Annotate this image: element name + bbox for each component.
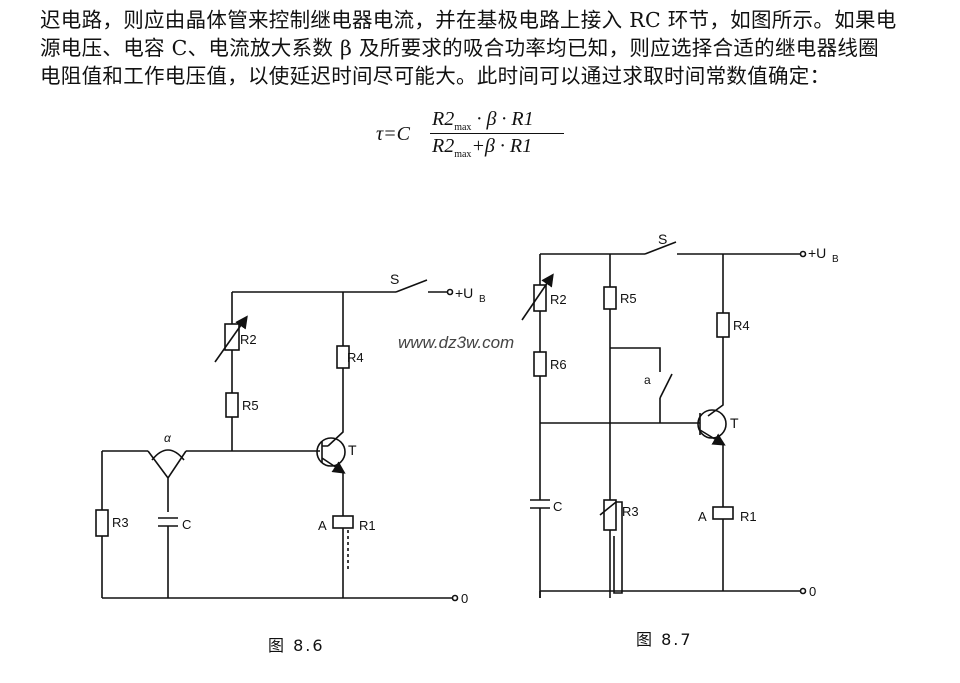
fig7-r3	[603, 499, 617, 531]
fig7-label-r5: R5	[620, 291, 637, 306]
fig7-r2-adjust-arrow	[521, 273, 554, 321]
fig6-top-rail	[231, 291, 396, 324]
paragraph-line-1: 迟电路，则应由晶体管来控制继电器电流，并在基极电路上接入 RC 环节，如图所示。…	[40, 8, 897, 32]
fig7-label-t: T	[730, 415, 739, 431]
fig6-r3	[95, 509, 109, 537]
formula-denominator: R2max+β · R1	[432, 135, 533, 160]
fig6-transistor-t	[316, 437, 346, 467]
paragraph-line-3: 电阻值和工作电压值，以使延迟时间尽可能大。此时间可以通过求取时间常数值确定：	[40, 64, 831, 88]
fig7-capacitor-c	[530, 499, 550, 598]
fig7-r5	[603, 286, 617, 310]
fig6-label-r3: R3	[112, 515, 129, 530]
fig6-label-r5: R5	[242, 398, 259, 413]
fig7-r2	[533, 284, 547, 312]
fig7-label-c: C	[553, 499, 562, 514]
fig7-caption: 图 8.7	[636, 630, 693, 649]
fig6-switch-s	[395, 279, 448, 293]
fig6-r2-adjust-arrow	[214, 315, 248, 363]
fig7-ground-rail	[539, 590, 800, 598]
fig6-label-ub-sub: B	[479, 294, 486, 305]
fig7-switch-s	[644, 241, 800, 255]
figure-8-7: S +U B R2 R6 C R5 a R3 R4	[521, 231, 839, 599]
fig7-zero-terminal	[799, 587, 807, 595]
fig6-r5	[225, 392, 239, 418]
fig7-r4	[716, 312, 730, 338]
fig6-ub-terminal	[446, 288, 454, 296]
fig6-label-r4: R4	[347, 350, 364, 365]
fig7-label-ub-sub: B	[832, 254, 839, 265]
body-paragraph: 迟电路，则应由晶体管来控制继电器电流，并在基极电路上接入 RC 环节，如图所示。…	[40, 6, 920, 90]
fig7-label-a: A	[698, 509, 707, 524]
fig7-ub-terminal	[799, 250, 807, 258]
fig7-transistor-t	[697, 409, 727, 439]
fig7-label-r2: R2	[550, 292, 567, 307]
fig7-r6	[533, 351, 547, 377]
figure-8-6: S +U B R2 R5 R4 T α R3 C	[95, 271, 486, 606]
formula-numerator: R2max · β · R1	[432, 108, 534, 133]
fig7-label-r6: R6	[550, 357, 567, 372]
fig7-label-zero: 0	[809, 584, 816, 599]
fig6-label-r2: R2	[240, 332, 257, 347]
fig6-label-c: C	[182, 517, 191, 532]
fig7-top-rail	[539, 253, 645, 285]
fig6-zero-terminal	[451, 594, 459, 602]
fig7-relay-coil	[712, 506, 734, 520]
fig6-label-t: T	[348, 442, 357, 458]
fig6-label-a: A	[318, 518, 327, 533]
fig6-label-alpha: α	[164, 431, 172, 445]
paragraph-line-2: 源电压、电容 C、电流放大系数 β 及所要求的吸合功率均已知，则应选择合适的继电…	[40, 36, 879, 60]
fig6-capacitor-c	[158, 517, 178, 598]
fig6-switch-alpha	[147, 450, 187, 512]
fig7-label-a-switch: a	[644, 373, 651, 387]
time-constant-formula: τ=C R2max · β · R1 R2max+β · R1	[370, 108, 610, 160]
fraction-bar	[430, 133, 564, 134]
fig6-label-ub: +U	[455, 285, 473, 301]
fig7-label-r1: R1	[740, 509, 757, 524]
fig7-label-r3: R3	[622, 504, 639, 519]
fig7-label-ub: +U	[808, 245, 826, 261]
fig7-label-s: S	[658, 231, 667, 247]
fig6-label-r1: R1	[359, 518, 376, 533]
fig6-label-zero: 0	[461, 591, 468, 606]
watermark: www.dz3w.com	[398, 333, 515, 352]
fig7-switch-a	[610, 347, 661, 423]
fig6-caption: 图 8.6	[268, 636, 325, 655]
formula-lhs: τ=C	[376, 123, 410, 145]
fig6-relay-coil	[332, 515, 354, 529]
fig7-label-r4: R4	[733, 318, 750, 333]
fig6-label-s: S	[390, 271, 399, 287]
